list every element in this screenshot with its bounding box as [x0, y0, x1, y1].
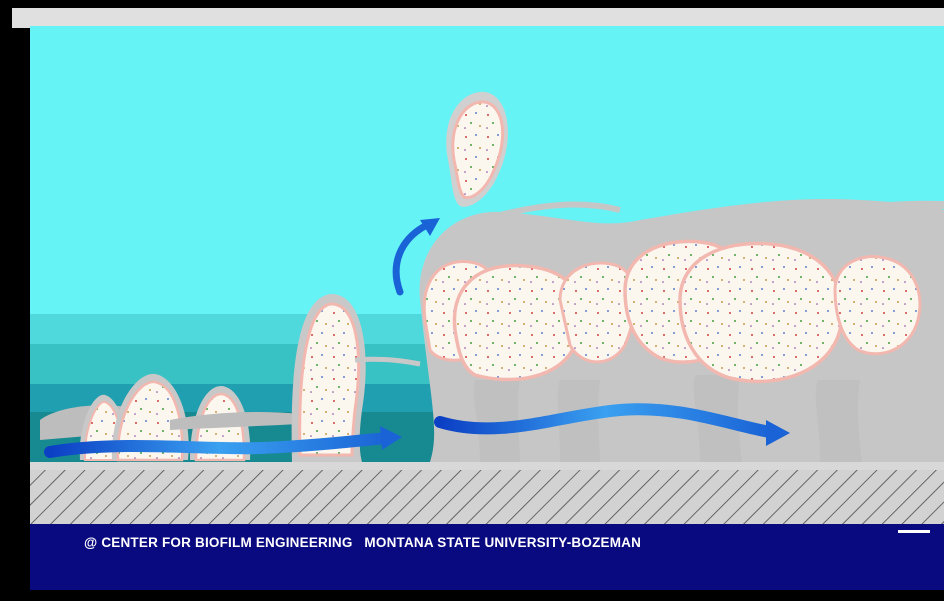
substratum [30, 462, 944, 524]
scale-bar [898, 530, 930, 533]
caption-band [30, 524, 944, 590]
top-light-strip [12, 8, 944, 28]
base-film-layer [30, 462, 944, 470]
copyright-caption: @ CENTER FOR BIOFILM ENGINEERING MONTANA… [84, 535, 641, 550]
